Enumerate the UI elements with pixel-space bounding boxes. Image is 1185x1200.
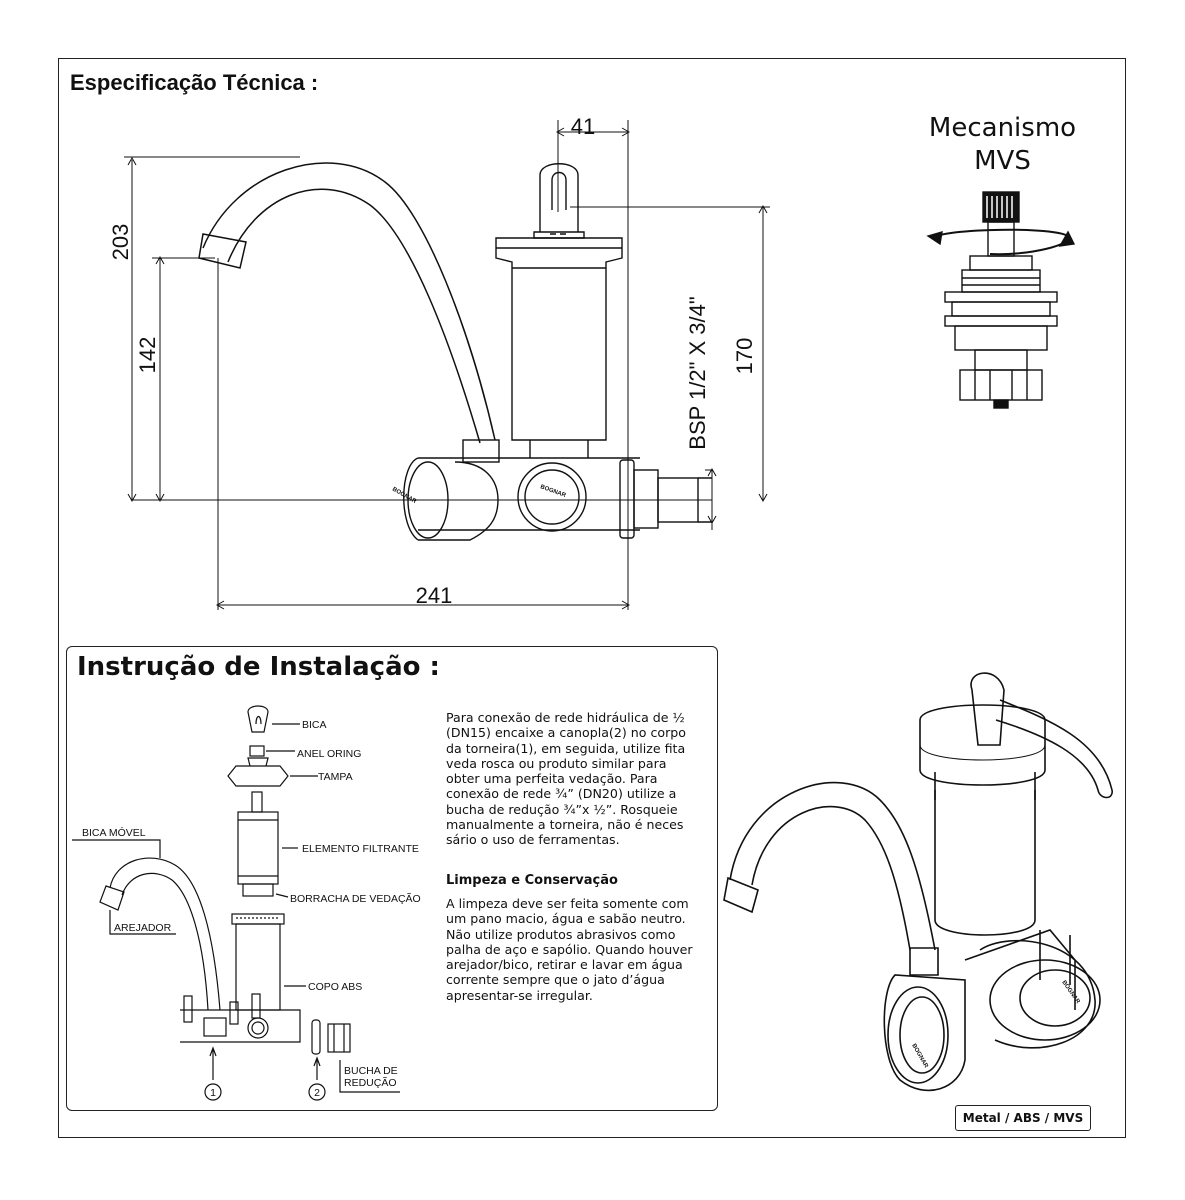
part-label-borracha: BORRACHA DE VEDAÇÃO	[290, 892, 421, 905]
dimension-lines	[124, 120, 770, 610]
dim-spout-height: 142	[135, 337, 160, 374]
cleaning-text: A limpeza deve ser feita somente com um …	[446, 896, 693, 1003]
marker-1: 1	[210, 1087, 216, 1099]
part-label-bica: BICA	[302, 719, 327, 731]
part-label-anel-oring: ANEL ORING	[297, 748, 361, 760]
spec-title: Especificação Técnica :	[70, 70, 319, 95]
installation-title: Instrução de Instalação :	[77, 652, 440, 682]
spec-faucet-drawing: BOGNAR BOGNAR	[198, 162, 712, 541]
part-label-tampa: TAMPA	[318, 771, 353, 783]
mechanism-title-line1: Mecanismo	[928, 113, 1077, 143]
cleaning-title: Limpeza e Conservação	[446, 873, 618, 888]
dim-total-length: 241	[416, 583, 453, 608]
iso-brand-mark-left: BOGNAR	[910, 1043, 929, 1070]
dim-thread: BSP 1/2" X 3/4"	[685, 296, 710, 449]
isometric-faucet-drawing: BOGNAR BOGNAR	[723, 672, 1113, 1092]
part-label-arejador: AREJADOR	[114, 922, 172, 934]
part-label-bucha-line1: BUCHA DE	[344, 1065, 398, 1077]
material-badge: Metal / ABS / MVS	[955, 1105, 1091, 1131]
part-label-bucha-line2: REDUÇÃO	[344, 1076, 397, 1089]
dim-total-height: 203	[108, 224, 133, 261]
mechanism-title-line2: MVS	[974, 146, 1031, 176]
dim-top-width: 41	[571, 114, 595, 139]
valve-cartridge-icon	[926, 191, 1076, 409]
brand-mark-right: BOGNAR	[539, 484, 567, 499]
dim-body-height: 170	[732, 338, 757, 375]
installation-panel	[66, 646, 718, 1111]
part-label-copo-abs: COPO ABS	[308, 981, 362, 993]
exploded-parts-drawing	[72, 705, 400, 1101]
outer-frame	[58, 58, 1126, 1138]
mechanism-title: Mecanismo MVS	[900, 112, 1105, 178]
part-label-bica-movel: BICA MÓVEL	[82, 826, 146, 839]
part-label-elemento-filtrante: ELEMENTO FILTRANTE	[302, 843, 419, 855]
installation-text: Para conexão de rede hidráulica de ½ (DN…	[446, 710, 686, 848]
marker-2: 2	[314, 1087, 320, 1099]
